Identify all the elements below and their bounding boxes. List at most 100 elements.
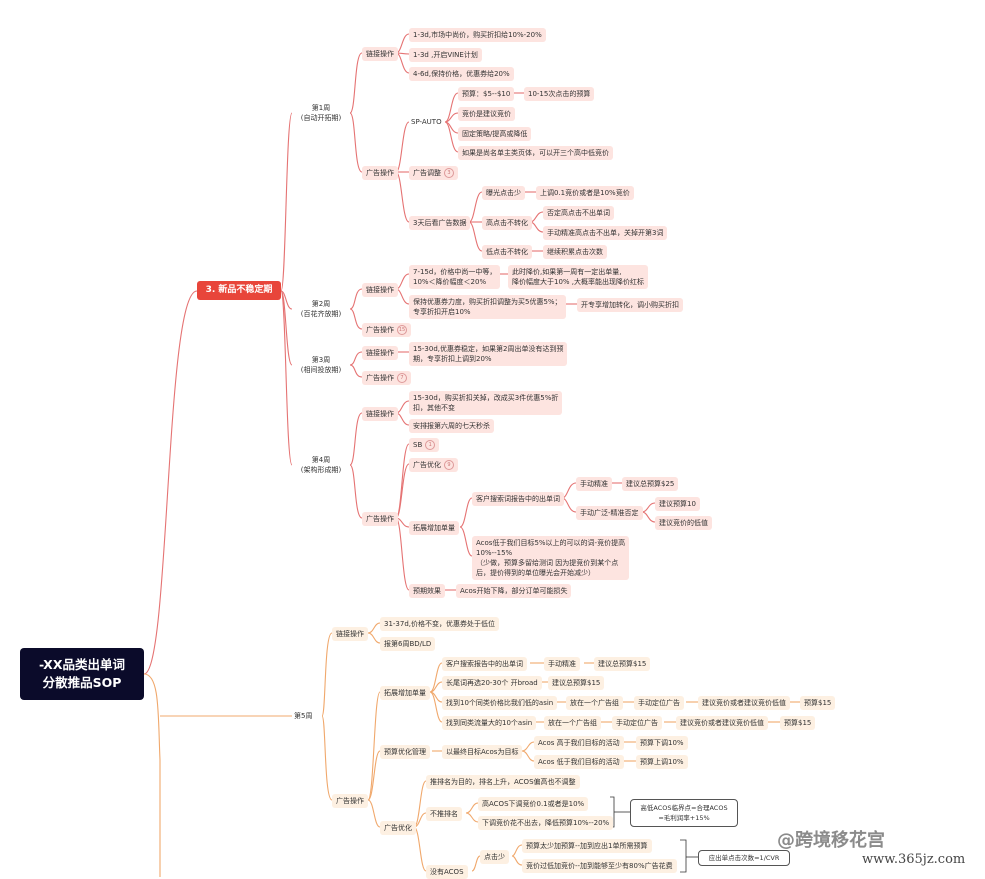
budget10-node: 建议预算10 [655, 497, 700, 511]
w5-row3-c2: 放在一个广告组 [566, 696, 623, 710]
week2-link-note: 开专享增加转化，调小购买折扣 [577, 298, 683, 312]
rank-push-node: 推排名为目的，排名上升，ACOS偏高也不调整 [426, 775, 580, 789]
no-rank-node: 不推排名 [426, 807, 462, 821]
no-acos-node: 没有ACOS [426, 865, 468, 879]
expect-node: 预期效果 [409, 584, 445, 598]
w5-row4-c2: 放在一个广告组 [544, 716, 601, 730]
week5-ad-ops: 广告操作 [332, 794, 368, 808]
week3-ad-ops-label: 广告操作 [366, 374, 394, 382]
week5-link-item: 31-37d,价格不变，优惠券处于低位 [380, 617, 500, 631]
w5-row2-c2: 建议总预算$15 [548, 676, 605, 690]
budget-note: 10-15次点击的预算 [524, 87, 595, 101]
collapsed-count-badge[interactable]: 7 [397, 373, 407, 383]
budget-mgmt-node: 预算优化管理 [380, 745, 430, 759]
week2-title: 第2周 (百花齐放期) [300, 300, 342, 318]
week2-node: 第2周 (百花齐放期) [292, 299, 350, 319]
manual-broad-node: 手动广泛-精准否定 [576, 506, 643, 520]
acos-note: Acos低于我们目标5%以上的可以的词-竞价提高 10%--15% （少做，预算… [472, 536, 630, 580]
week3-title: 第3周 (相间投放期) [300, 356, 342, 374]
week1-link-ops: 链接操作 [362, 47, 398, 61]
week2-ad-ops-label: 广告操作 [366, 326, 394, 334]
sb-label: SB [413, 441, 423, 449]
week4-link-ops: 链接操作 [362, 407, 398, 421]
acos-target-node: 以最终目标Acos为目标 [442, 745, 523, 759]
week3-node: 第3周 (相间投放期) [292, 355, 350, 375]
low-click-action: 继续积累点击次数 [543, 245, 607, 259]
collapsed-count-badge[interactable]: 1 [425, 440, 436, 450]
week1-node: 第1周 (自动开拓期) [292, 103, 350, 123]
low-click-node: 低点击不转化 [482, 245, 532, 259]
w5-row1-c1: 客户搜索报告中的出单词 [442, 657, 527, 671]
budget-inc-node: 预算太少加预算--加到应出1单所需预算 [522, 839, 652, 853]
w5-row4-c3: 手动定位广告 [612, 716, 662, 730]
week2-link-item: 7-15d，价格中尚一中等， 10%＜降价幅度＜20% [409, 265, 501, 289]
cvr-note: 应出单点击次数=1/CVR [698, 850, 790, 866]
acos-low-node: Acos 低于我们目标的活动 [534, 755, 624, 769]
section-node: 3. 新品不稳定期 [197, 281, 281, 300]
w5-row4-c4: 建议竞价或者建议竞价低值 [676, 716, 768, 730]
low-bid-cut-node: 下调竞价花不出去，降低预算10%--20% [478, 816, 614, 830]
root-node: -XX品类出单词 分散推品SOP [20, 648, 144, 700]
sp-item: 固定策略/提高或降低 [458, 127, 532, 141]
week1-ad-ops: 广告操作 [362, 166, 398, 180]
week1-link-item: 1-3d,市场中尚价，购买折扣给10%-20% [409, 28, 546, 42]
week3-link-ops: 链接操作 [362, 346, 398, 360]
exposure-low-node: 曝光点击少 [482, 186, 525, 200]
note1-text: 高低ACOS临界点=合理ACOS =毛利润率+15% [640, 804, 728, 822]
acos-high-node: Acos 高于我们目标的活动 [534, 736, 624, 750]
budget25-node: 建议总预算$25 [622, 477, 679, 491]
manual-exact-node: 手动精准 [576, 477, 612, 491]
cust-terms-node: 客户搜索词报告中的出单词 [472, 492, 564, 506]
budget-node: 预算：$5--$10 [458, 87, 515, 101]
watermark-url: www.365jz.com [862, 852, 966, 867]
low-bid-node: 建议竞价的低值 [655, 516, 712, 530]
ad-opt-label: 广告优化 [413, 461, 441, 469]
watermark: @跨境移花宫 [777, 830, 885, 851]
week5-expand-node: 拓展增加单量 [380, 686, 430, 700]
w5-row3-c3: 手动定位广告 [634, 696, 684, 710]
day3-data-node: 3天后看广告数据 [409, 216, 471, 230]
acos-threshold-note: 高低ACOS临界点=合理ACOS =毛利润率+15% [630, 799, 738, 827]
collapsed-count-badge[interactable]: 9 [444, 460, 454, 470]
week5-link-ops: 链接操作 [332, 627, 368, 641]
w5-row1-c3: 建议总预算$15 [594, 657, 651, 671]
click-no-conv-node: 高点击不转化 [482, 216, 532, 230]
week3-link-item: 15-30d,优惠券稳定，如果第2周出单没有达到预 期，专享折扣上调到20% [409, 342, 568, 366]
click-no-conv-action: 否定高点击不出单词 [543, 206, 614, 220]
root-title: -XX品类出单词 分散推品SOP [39, 657, 125, 690]
w5-row2-c1: 长尾词再选20-30个 开broad [442, 676, 542, 690]
expect-note: Acos开始下降，部分订单可能损失 [456, 584, 572, 598]
few-clicks-node: 点击少 [480, 850, 509, 864]
collapsed-count-badge[interactable]: 3 [444, 168, 454, 178]
week4-link-item: 安排报第六周的七天秒杀 [409, 419, 494, 433]
w5-row4-c1: 找到同类流量大的10个asin [442, 716, 537, 730]
w5-row4-c5: 预算$15 [780, 716, 816, 730]
click-no-conv-action: 手动精准高点击不出单，关掉开第3词 [543, 226, 668, 240]
week1-link-item: 4-6d,保持价格，优惠券给20% [409, 67, 514, 81]
w5-ad-opt-node: 广告优化 [380, 821, 416, 835]
exposure-low-action: 上调0.1竞价或者是10%竞价 [536, 186, 634, 200]
acos-high-action: 预算下调10% [636, 736, 688, 750]
collapsed-count-badge[interactable]: 15 [397, 325, 407, 335]
week2-link-ops: 链接操作 [362, 283, 398, 297]
week4-title: 第4周 (架构形成期) [300, 456, 342, 474]
w5-row1-c2: 手动精准 [544, 657, 580, 671]
week4-ad-ops: 广告操作 [362, 512, 398, 526]
bid-inc-node: 竞价过低加竞价--加到能够至少有80%广告花费 [522, 859, 677, 873]
high-acos-node: 高ACOS下调竞价0.1或者是10% [478, 797, 589, 811]
week1-title: 第1周 (自动开拓期) [300, 104, 342, 122]
sp-item: 如果是尚名单主类页体，可以开三个高中低竞价 [458, 146, 613, 160]
expand-node: 拓展增加单量 [409, 521, 459, 535]
sp-auto-node: SP-AUTO [411, 118, 442, 126]
week5-node: 第5周 [294, 712, 313, 720]
w5-row3-c1: 找到10个同类价格比我们低的asin [442, 696, 558, 710]
acos-low-action: 预算上调10% [636, 755, 688, 769]
week2-link-note: 此时降价,如果第一周有一定出单量, 降价幅度大于10% ,大概率能出现降价红标 [508, 265, 649, 289]
ad-adjust-label: 广告调整 [413, 169, 441, 177]
